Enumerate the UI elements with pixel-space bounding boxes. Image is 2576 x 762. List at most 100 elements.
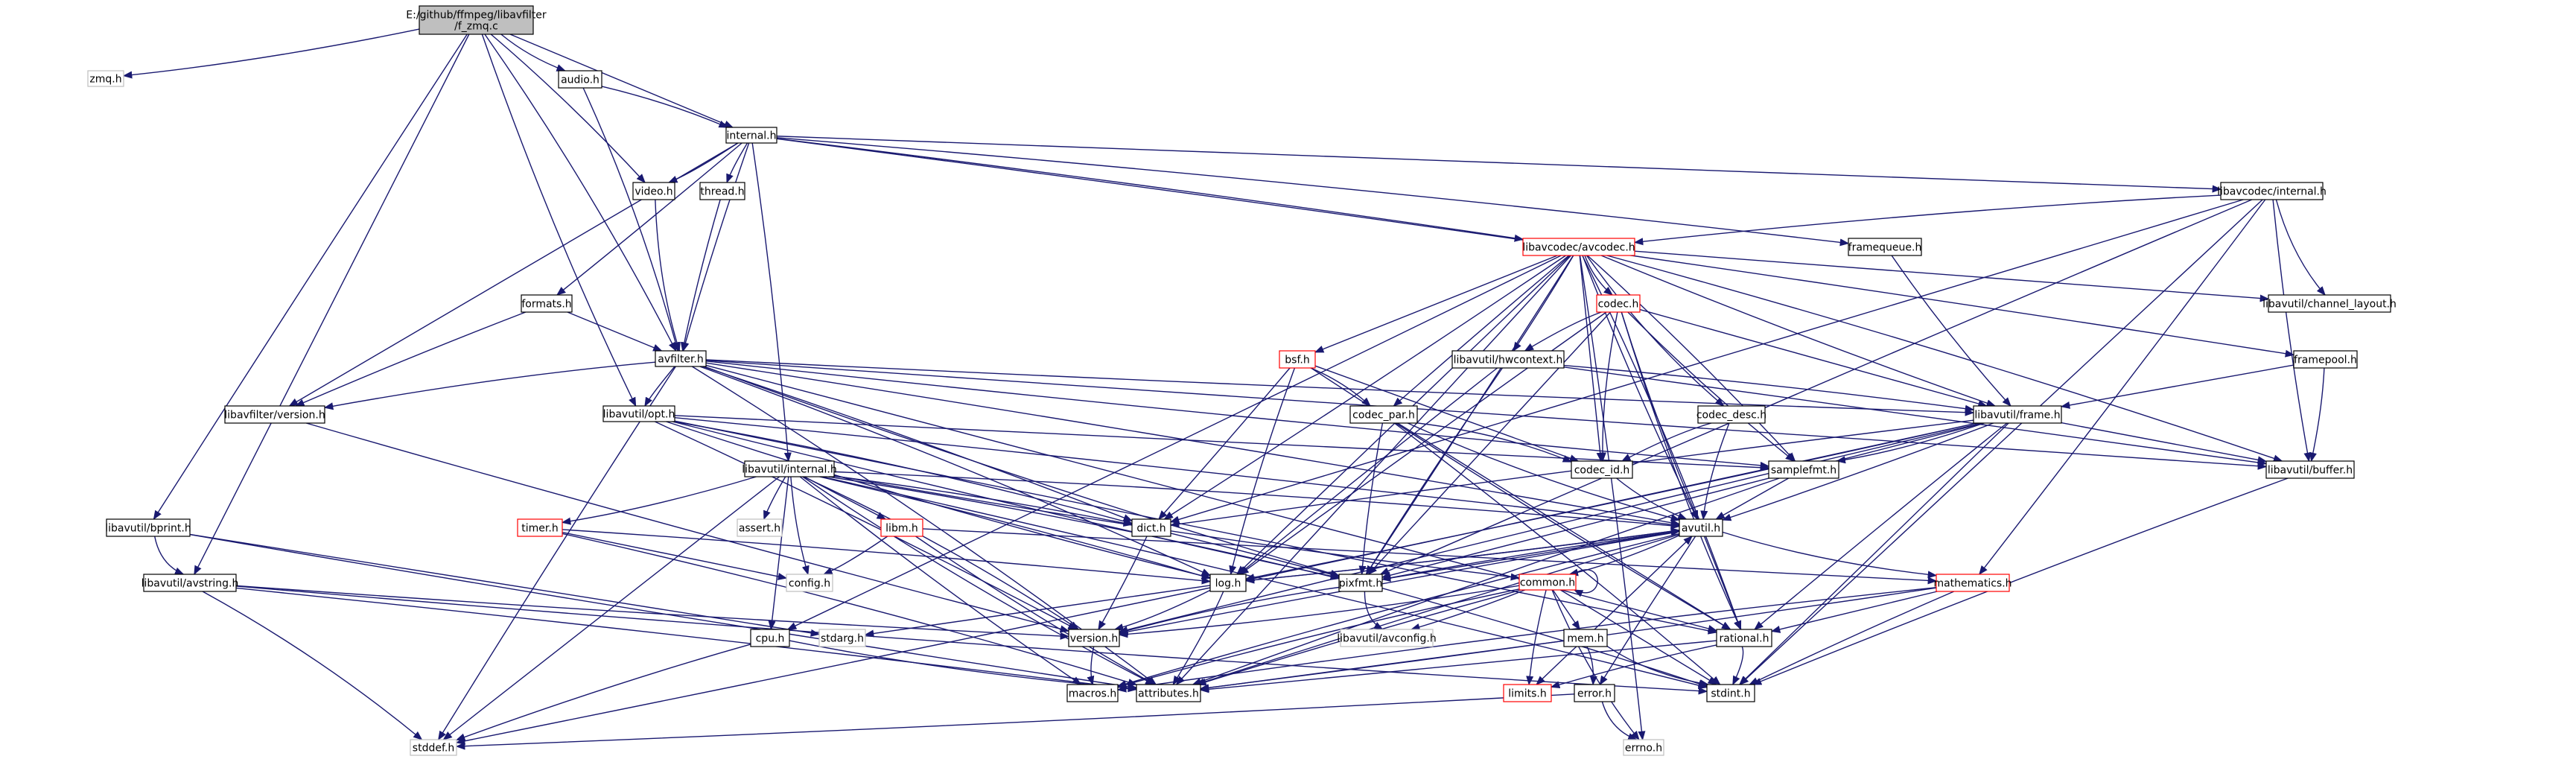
edge-timer-to-config bbox=[562, 531, 788, 580]
edge-layer bbox=[122, 28, 2326, 750]
node-label: log.h bbox=[1215, 578, 1241, 590]
edge-util_internal-to-assert bbox=[763, 476, 786, 521]
edge-rational-to-attributes bbox=[1199, 640, 1717, 693]
node-avutil[interactable]: avutil.h bbox=[1679, 518, 1723, 537]
edge-libm-to-mathematics bbox=[922, 528, 1938, 585]
node-mem[interactable]: mem.h bbox=[1563, 629, 1608, 647]
node-formats[interactable]: formats.h bbox=[521, 294, 573, 313]
node-box bbox=[602, 405, 675, 422]
node-label: macros.h bbox=[1069, 688, 1117, 700]
node-label: codec.h bbox=[1598, 299, 1639, 311]
node-stdint[interactable]: stdint.h bbox=[1706, 684, 1755, 702]
node-box bbox=[655, 350, 707, 367]
node-framequeue[interactable]: framequeue.h bbox=[1848, 238, 1922, 256]
edge-bprint-to-attributes bbox=[189, 533, 1138, 690]
edge-util_internal-to-version bbox=[803, 476, 1080, 630]
node-opt[interactable]: libavutil/opt.h bbox=[602, 405, 675, 422]
node-layer: E:/github/ffmpeg/libavfilter/f_zmq.czmq.… bbox=[87, 5, 2397, 756]
edge-avstring-to-stddef bbox=[202, 591, 423, 740]
edge-avfilter-to-dict bbox=[702, 366, 1133, 521]
edge-root-to-audio bbox=[500, 34, 566, 72]
node-channel-layout[interactable]: libavutil/channel_layout.h bbox=[2262, 294, 2397, 313]
edge-avcodec-to-cpu bbox=[786, 255, 1562, 630]
edge-avutil-to-version bbox=[1118, 531, 1680, 636]
edge-common-to-limits bbox=[1526, 589, 1547, 686]
node-box bbox=[1518, 574, 1577, 591]
node-lavf-version[interactable]: libavfilter/version.h bbox=[224, 405, 325, 424]
edge-mathematics-to-macros bbox=[1116, 586, 1937, 693]
node-audio[interactable]: audio.h bbox=[558, 70, 602, 89]
edge-log-to-version bbox=[1113, 589, 1211, 631]
node-avfilter[interactable]: avfilter.h bbox=[655, 350, 707, 367]
node-codec-desc[interactable]: codec_desc.h bbox=[1696, 405, 1766, 424]
node-macros[interactable]: macros.h bbox=[1066, 684, 1119, 702]
node-common[interactable]: common.h bbox=[1518, 574, 1577, 591]
node-rational[interactable]: rational.h bbox=[1716, 629, 1772, 647]
node-attributes[interactable]: attributes.h bbox=[1136, 684, 1201, 702]
node-limits[interactable]: limits.h bbox=[1503, 684, 1552, 702]
node-samplefmt[interactable]: samplefmt.h bbox=[1768, 460, 1839, 479]
edge-thread-to-avfilter bbox=[680, 199, 721, 352]
node-version[interactable]: version.h bbox=[1068, 629, 1120, 647]
edge-avutil-to-common bbox=[1568, 535, 1680, 577]
edge-bprint-to-stdarg bbox=[189, 533, 821, 637]
edge-common-to-stdint bbox=[1559, 589, 1718, 685]
edge-internal-to-avfilter bbox=[681, 142, 750, 352]
edge-framequeue-to-frame bbox=[1891, 255, 2011, 407]
node-mathematics[interactable]: mathematics.h bbox=[1933, 574, 2012, 592]
node-video[interactable]: video.h bbox=[632, 182, 675, 200]
edge-opt-to-rational bbox=[674, 420, 1718, 635]
node-thread[interactable]: thread.h bbox=[699, 182, 745, 200]
node-box bbox=[558, 70, 602, 89]
node-log[interactable]: log.h bbox=[1209, 574, 1247, 592]
node-box bbox=[517, 518, 563, 537]
edge-mem-to-stdint bbox=[1606, 645, 1709, 688]
node-pixfmt[interactable]: pixfmt.h bbox=[1338, 574, 1383, 592]
edge-avstring-to-attributes bbox=[235, 587, 1138, 693]
node-box bbox=[632, 182, 675, 200]
node-dict[interactable]: dict.h bbox=[1131, 518, 1171, 537]
edge-util_internal-to-cpu bbox=[768, 476, 789, 631]
edge-version-to-macros bbox=[1087, 646, 1095, 686]
node-avstring[interactable]: libavutil/avstring.h bbox=[141, 574, 239, 592]
node-bprint[interactable]: libavutil/bprint.h bbox=[105, 518, 191, 537]
node-box bbox=[1349, 405, 1418, 424]
edge-frame-to-stdint bbox=[1738, 422, 2009, 685]
node-bsf[interactable]: bsf.h bbox=[1279, 350, 1316, 369]
node-frame[interactable]: libavutil/frame.h bbox=[1973, 405, 2062, 424]
node-codec-id[interactable]: codec_id.h bbox=[1571, 460, 1633, 479]
node-label: config.h bbox=[789, 578, 830, 590]
node-timer[interactable]: timer.h bbox=[517, 518, 563, 537]
node-libm[interactable]: libm.h bbox=[880, 518, 923, 537]
edge-frame-to-buffer bbox=[2061, 422, 2268, 464]
node-label: /f_zmq.c bbox=[454, 21, 498, 33]
edge-avcodec-to-dict bbox=[1163, 255, 1566, 520]
node-codec[interactable]: codec.h bbox=[1596, 294, 1641, 313]
edge-lavc_internal-to-pixfmt bbox=[1379, 199, 2253, 575]
node-lavc-internal[interactable]: libavcodec/internal.h bbox=[2217, 182, 2327, 200]
node-codec-par[interactable]: codec_par.h bbox=[1349, 405, 1418, 424]
node-box bbox=[1716, 629, 1772, 647]
edge-formats-to-lavf_version bbox=[295, 311, 527, 407]
edge-formats-to-avfilter bbox=[567, 311, 663, 352]
node-hwcontext[interactable]: libavutil/hwcontext.h bbox=[1451, 350, 1565, 369]
node-error[interactable]: error.h bbox=[1574, 684, 1615, 702]
edge-samplefmt-to-avutil bbox=[1715, 477, 1789, 520]
edge-log-to-avutil bbox=[1245, 527, 1681, 582]
node-framepool[interactable]: framepool.h bbox=[2293, 350, 2358, 369]
node-util-internal[interactable]: libavutil/internal.h bbox=[742, 460, 837, 477]
node-cpu[interactable]: cpu.h bbox=[750, 629, 790, 647]
node-root[interactable]: E:/github/ffmpeg/libavfilter/f_zmq.c bbox=[406, 5, 547, 35]
node-label: common.h bbox=[1520, 577, 1575, 589]
edge-avfilter-to-frame bbox=[705, 359, 1975, 416]
edge-mem-to-error bbox=[1586, 646, 1597, 686]
node-buffer[interactable]: libavutil/buffer.h bbox=[2265, 460, 2355, 479]
edge-lavc_internal-to-dict bbox=[1169, 199, 2244, 524]
edge-internal-to-framequeue bbox=[776, 137, 1850, 247]
node-label: framepool.h bbox=[2294, 355, 2357, 366]
node-avcodec[interactable]: libavcodec/avcodec.h bbox=[1522, 238, 1635, 256]
edge-codec_par-to-stdint bbox=[1393, 422, 1721, 685]
edge-avstring-to-stdint bbox=[235, 585, 1708, 695]
node-internal[interactable]: internal.h bbox=[725, 127, 777, 144]
node-box bbox=[880, 518, 923, 537]
